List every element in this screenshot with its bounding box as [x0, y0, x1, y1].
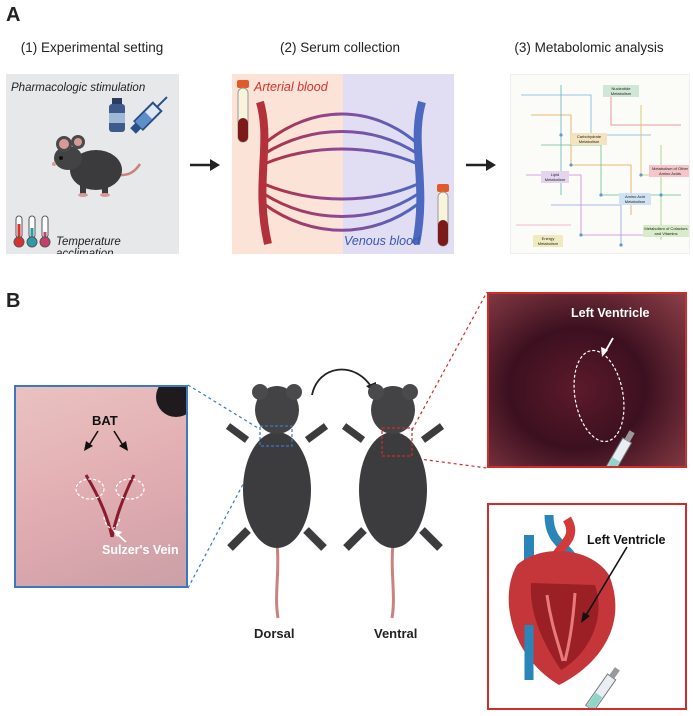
map-label-nucleotide: Nucleotide Metabolism — [603, 85, 639, 97]
syringe-icon — [581, 667, 620, 708]
metabolic-network — [516, 85, 681, 247]
thermometer-hot-icon — [13, 215, 25, 248]
rotate-arrow-icon — [311, 368, 373, 396]
vial-icon — [109, 98, 125, 132]
arterial-background — [232, 74, 343, 254]
venous-blood-tube-icon — [437, 184, 449, 247]
heart-icon — [508, 514, 628, 708]
lv-photo-drawing — [573, 337, 635, 466]
mouse-dorsal-icon — [225, 384, 329, 619]
mouse-icon — [52, 135, 142, 197]
ventral-label: Ventral — [374, 626, 418, 641]
arrow-right-icon — [190, 159, 220, 171]
arterial-blood-tube-icon — [237, 80, 249, 143]
arterial-blood-label: Arterial blood — [254, 80, 328, 94]
panel-letter-b: B — [6, 290, 21, 312]
pharmacologic-stimulation-label: Pharmacologic stimulation — [11, 82, 146, 94]
thermometer-icons — [13, 215, 51, 248]
serum-collection-box: Arterial blood Venous blood — [232, 74, 454, 254]
syringe-icon — [602, 430, 635, 466]
temperature-acclimation-label: Temperature acclimation — [56, 236, 121, 254]
panel-letter-a: A — [6, 4, 21, 26]
bat-photo-box: BAT Sulzer's Vein — [14, 385, 188, 588]
sulzers-vein-label: Sulzer's Vein — [102, 543, 179, 557]
thermometer-mid-icon — [26, 215, 38, 248]
heart-diagram-box: Left Ventricle — [487, 503, 687, 710]
metabolic-map-box: Nucleotide Metabolism Carbohydrate Metab… — [510, 74, 690, 254]
mouse-ventral-icon — [341, 384, 445, 619]
map-label-energy: Energy Metabolism — [533, 235, 563, 247]
map-label-lipid: Lipid Metabolism — [541, 171, 569, 183]
map-label-cofactors: Metabolism of Cofactors and Vitamins — [643, 225, 689, 237]
vessel-network — [256, 100, 426, 245]
left-ventricle-photo-label: Left Ventricle — [571, 306, 650, 320]
venous-background — [343, 74, 454, 254]
thermometer-cold-icon — [39, 215, 51, 248]
step-title-metabolomic-analysis: (3) Metabolomic analysis — [514, 40, 664, 55]
arrow-right-icon — [466, 159, 496, 171]
experimental-setting-box: Pharmacologic stimulation — [6, 74, 179, 254]
step-title-serum-collection: (2) Serum collection — [279, 40, 401, 55]
map-label-carbohydrate: Carbohydrate Metabolism — [571, 133, 607, 145]
dorsal-label: Dorsal — [254, 626, 295, 641]
bat-vessel-drawing — [75, 430, 145, 543]
left-ventricle-photo-box: Left Ventricle — [487, 292, 687, 468]
left-ventricle-heart-label: Left Ventricle — [587, 533, 666, 547]
venous-blood-label: Venous blood — [344, 234, 420, 248]
step-title-experimental-setting: (1) Experimental setting — [20, 40, 164, 55]
map-label-other-amino-acids: Metabolism of Other Amino Acids — [649, 165, 689, 177]
bat-label: BAT — [92, 413, 118, 428]
syringe-icon — [130, 96, 168, 134]
map-label-amino-acid: Amino Acid Metabolism — [619, 193, 651, 205]
